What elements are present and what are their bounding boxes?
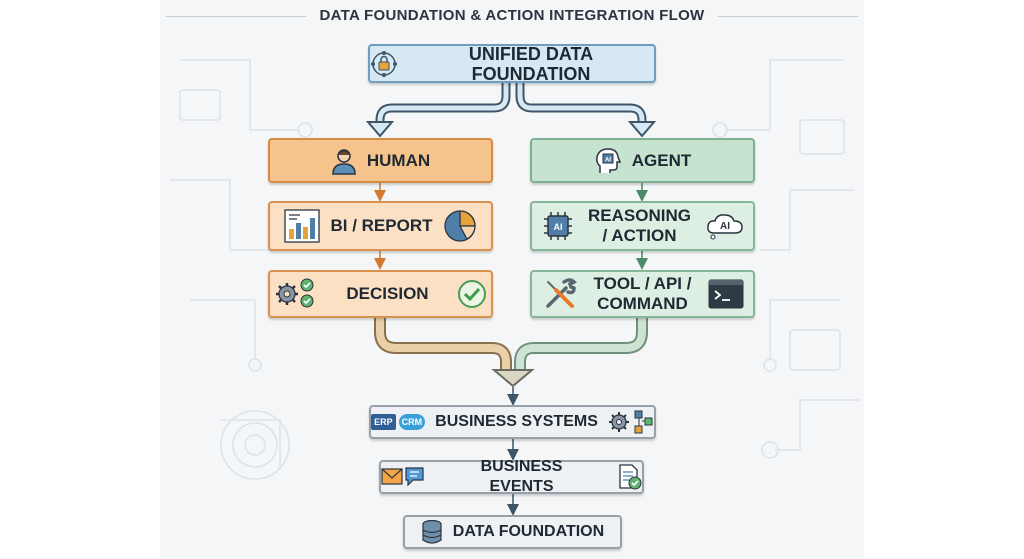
pie-chart-icon xyxy=(443,210,476,242)
business-events-box: BUSINESS EVENTS xyxy=(379,458,644,495)
unified-data-foundation-box: UNIFIED DATA FOUNDATION xyxy=(368,43,656,84)
ai-chip-icon: AI xyxy=(543,212,572,240)
check-circle-icon xyxy=(457,280,486,308)
erp-badge: ERP xyxy=(371,414,396,430)
bar-chart-icon xyxy=(284,209,321,243)
business-systems-label: BUSINESS SYSTEMS xyxy=(435,413,598,430)
gear-checklist-icon xyxy=(276,278,314,308)
split-arrow xyxy=(365,82,657,138)
data-foundation-box: DATA FOUNDATION xyxy=(403,515,622,549)
reasoning-action-label: REASONING / ACTION xyxy=(588,206,691,245)
agent-label: AGENT xyxy=(631,150,692,170)
message-envelope-icon xyxy=(381,467,424,487)
person-icon xyxy=(332,148,356,175)
unified-data-foundation-label: UNIFIED DATA FOUNDATION xyxy=(468,43,594,84)
svg-text:AI: AI xyxy=(720,221,730,232)
reasoning-action-box: AI REASONING / ACTION AI xyxy=(530,201,755,251)
tool-api-command-label: TOOL / API / COMMAND xyxy=(593,274,692,313)
circuit-background xyxy=(170,59,860,480)
decision-label: DECISION xyxy=(346,284,429,303)
bi-report-box: BI / REPORT xyxy=(268,201,493,251)
svg-text:AI: AI xyxy=(553,222,562,232)
diagram-title: DATA FOUNDATION & ACTION INTEGRATION FLO… xyxy=(319,7,705,24)
wrench-screwdriver-icon xyxy=(545,278,577,308)
title-rule-left xyxy=(166,16,306,17)
business-events-label: BUSINESS EVENTS xyxy=(480,458,563,495)
svg-text:AI: AI xyxy=(605,157,611,163)
tool-api-command-box: TOOL / API / COMMAND xyxy=(530,270,755,318)
agent-box: AI AGENT xyxy=(530,138,755,183)
database-lock-icon xyxy=(371,50,397,77)
human-label: HUMAN xyxy=(366,150,431,170)
document-check-icon xyxy=(619,464,642,490)
crm-badge: CRM xyxy=(398,414,426,430)
business-systems-box: ERP CRM BUSINESS SYSTEMS xyxy=(369,405,656,439)
terminal-icon xyxy=(708,279,743,309)
erp-crm-badges: ERP CRM xyxy=(371,414,426,430)
decision-box: DECISION xyxy=(268,270,493,318)
database-icon xyxy=(422,519,442,544)
ai-head-icon: AI xyxy=(595,147,621,173)
title-rule-right xyxy=(718,16,858,17)
merge-arrow xyxy=(374,318,648,388)
gear-network-icon xyxy=(608,410,653,434)
human-box: HUMAN xyxy=(268,138,493,183)
data-foundation-label: DATA FOUNDATION xyxy=(452,523,605,540)
bi-report-label: BI / REPORT xyxy=(330,216,433,235)
ai-cloud-icon: AI xyxy=(706,214,743,240)
